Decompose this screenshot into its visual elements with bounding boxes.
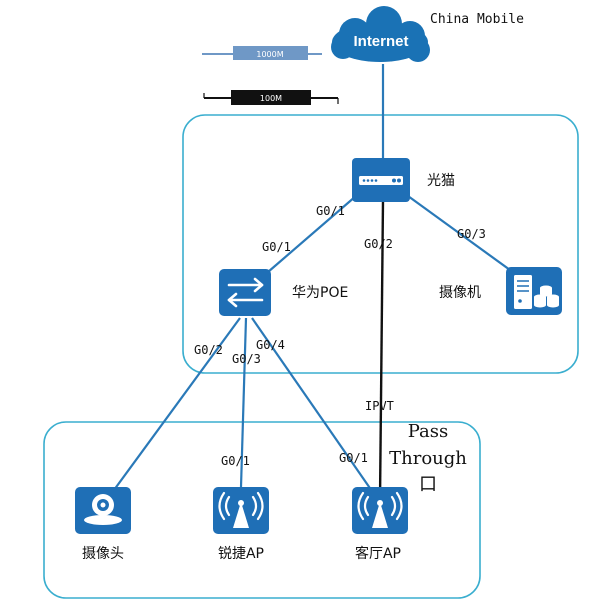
- pass-through-line3: 口: [419, 474, 437, 495]
- pass-through-line2: Through: [389, 448, 467, 469]
- poe-switch: [219, 269, 271, 316]
- port-label-switch-g04: G0/4: [256, 338, 285, 352]
- link-modem-switch: [267, 195, 357, 273]
- pass-through-line1: Pass: [408, 421, 449, 442]
- nvr-label: 摄像机: [439, 285, 481, 301]
- server-icon: [514, 275, 532, 309]
- optical-modem: [352, 158, 410, 202]
- isp-label: China Mobile: [430, 12, 524, 27]
- port-label-ruijie-ap-g01: G0/1: [221, 454, 250, 468]
- pass-through-zone: [43, 421, 481, 599]
- link-switch-living-ap: [251, 317, 375, 495]
- webcam-icon: [84, 494, 122, 525]
- port-label-modem-g02: G0/2: [364, 237, 393, 251]
- ruijie-ap-label: 锐捷AP: [218, 546, 264, 562]
- internet-label: Internet: [353, 33, 408, 50]
- storage-disks-icon: [534, 285, 559, 308]
- port-label-switch-g02: G0/2: [194, 343, 223, 357]
- port-label-modem-g01: G0/1: [316, 204, 345, 218]
- poe-switch-label: 华为POE: [292, 285, 348, 301]
- legend-100m-label: 100M: [260, 94, 282, 103]
- webcam-label: 摄像头: [82, 546, 124, 562]
- legend-1000m-label: 1000M: [256, 50, 283, 59]
- link-switch-ruijie-ap: [239, 317, 248, 488]
- wireless-ap-icon: [218, 491, 264, 521]
- modem-label: 光猫: [427, 173, 455, 189]
- nvr-device: [506, 267, 562, 315]
- port-label-living-ap-g01: G0/1: [339, 451, 368, 465]
- internet-cloud: Internet: [331, 6, 430, 62]
- port-label-switch-g03: G0/3: [232, 352, 261, 366]
- legend-100m: 100M: [203, 90, 339, 105]
- iptv-link-label: IPVT: [365, 399, 394, 413]
- link-modem-nvr: [407, 195, 511, 271]
- switch-arrows-icon: [227, 277, 264, 308]
- wireless-ap-icon: [357, 491, 403, 521]
- legend-1000m: 1000M: [202, 46, 322, 60]
- living-room-ap-label: 客厅AP: [355, 545, 401, 562]
- link-switch-camera: [113, 317, 241, 491]
- link-modem-living-ap-iptv: [378, 199, 385, 501]
- webcam-device: [75, 487, 131, 534]
- living-room-ap: [352, 487, 408, 534]
- port-label-modem-g03: G0/3: [457, 227, 486, 241]
- ruijie-ap: [213, 487, 269, 534]
- port-label-switch-g01: G0/1: [262, 240, 291, 254]
